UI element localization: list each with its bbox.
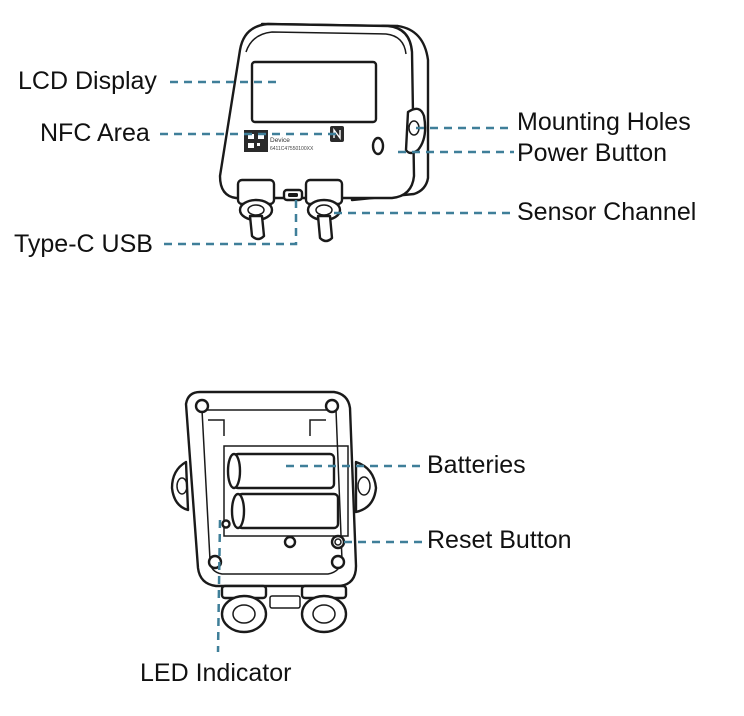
label-reset-button: Reset Button <box>427 526 572 554</box>
center-hole <box>283 535 297 549</box>
open-gland-left <box>220 584 268 634</box>
label-nfc-area: NFC Area <box>40 119 150 147</box>
cable-gland-right <box>304 178 344 243</box>
label-power-button: Power Button <box>517 139 668 167</box>
open-gland-right <box>300 584 348 634</box>
led-shape <box>221 519 231 529</box>
label-type-c-usb: Type-C USB <box>14 230 153 258</box>
battery-top <box>226 452 336 490</box>
battery-holder <box>223 445 349 537</box>
device-front-view: Device 6411C47550100XX <box>218 22 430 243</box>
device-brand-print: Device <box>270 137 290 144</box>
mounting-ear <box>404 107 427 155</box>
label-sensor-channel: Sensor Channel <box>517 198 697 226</box>
label-lcd-display: LCD Display <box>18 67 157 95</box>
qr-code <box>244 130 268 152</box>
right-mounting-ear <box>354 460 378 514</box>
label-mounting-holes: Mounting Holes <box>517 108 691 136</box>
power-button-shape <box>371 136 385 156</box>
left-mounting-ear <box>170 460 190 512</box>
leader-usb <box>164 198 298 246</box>
leader-lines <box>160 80 514 653</box>
label-batteries: Batteries <box>427 451 526 479</box>
lcd-screen <box>250 60 378 124</box>
cable-gland-left <box>236 178 276 241</box>
device-open-view <box>170 390 378 634</box>
device-serial-print: 6411C47550100XX <box>270 146 314 152</box>
reset-button-shape <box>330 534 346 550</box>
device-top-bevel <box>245 31 407 55</box>
battery-bottom <box>230 492 340 530</box>
label-led-indicator: LED Indicator <box>140 659 292 687</box>
